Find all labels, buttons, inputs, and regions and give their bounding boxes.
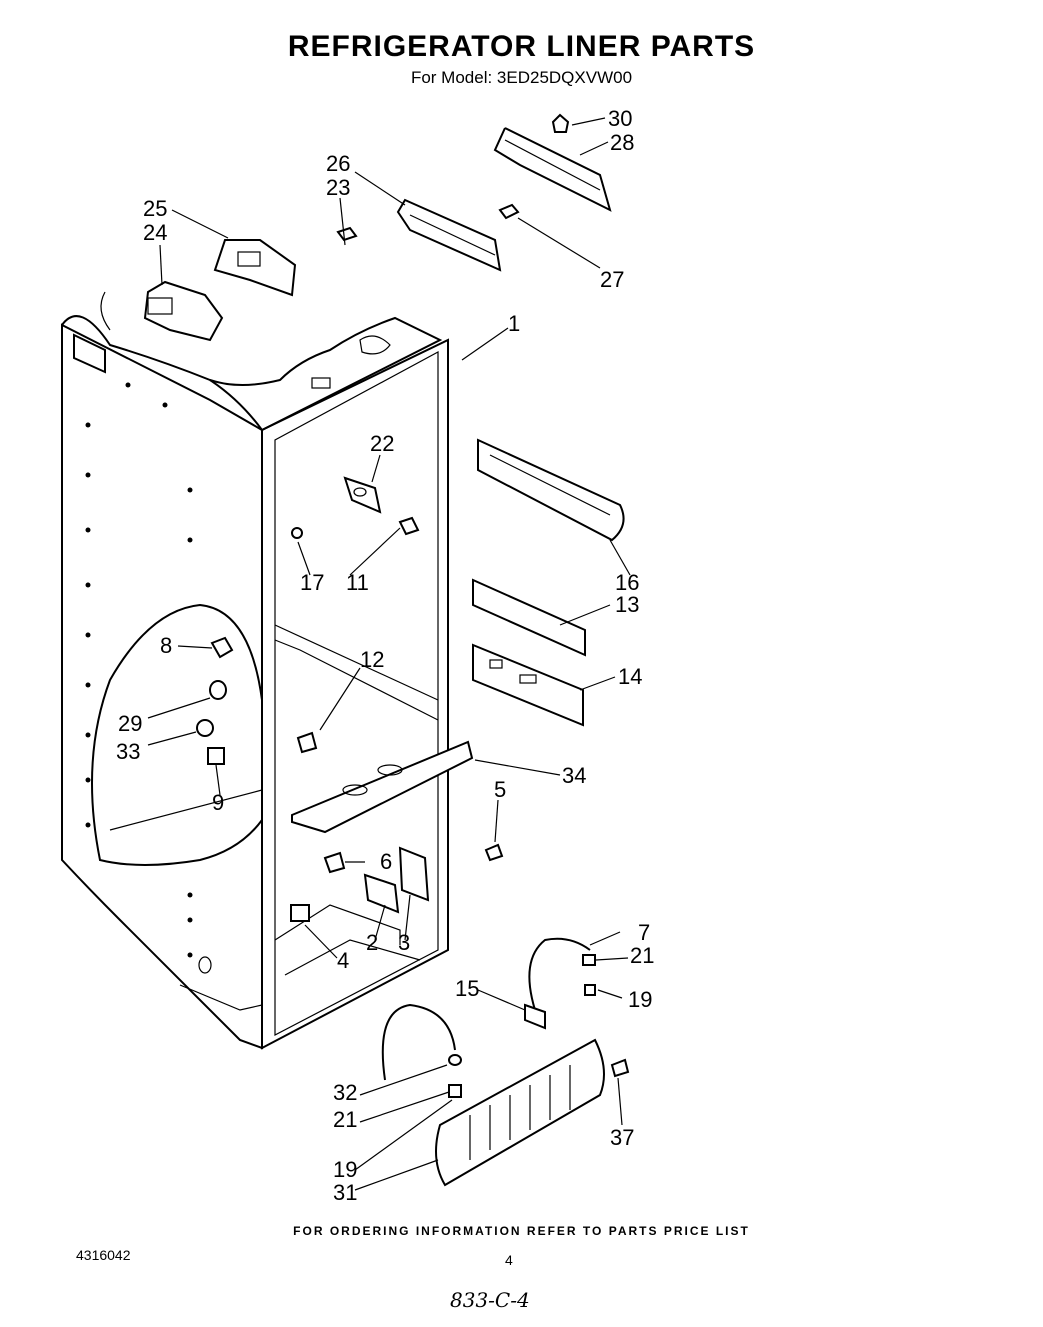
part-30-clip bbox=[551, 113, 570, 133]
callout-21-upper: 21 bbox=[630, 943, 654, 968]
callout-26: 26 bbox=[326, 151, 350, 176]
part-34-cover bbox=[291, 740, 474, 834]
part-21-ferrule-upper bbox=[582, 954, 596, 966]
part-31-evaporator-tray bbox=[435, 1038, 605, 1187]
part-2-bracket bbox=[363, 873, 400, 914]
callout-21-lower: 21 bbox=[333, 1107, 357, 1132]
part-19-nut-lower bbox=[448, 1084, 462, 1098]
callout-6: 6 bbox=[380, 849, 392, 874]
callout-22: 22 bbox=[370, 431, 394, 456]
part-27-screw bbox=[498, 203, 520, 220]
callout-32: 32 bbox=[333, 1080, 357, 1105]
callout-8: 8 bbox=[160, 633, 172, 658]
part-32-tube bbox=[381, 1003, 456, 1081]
part-4-block bbox=[290, 904, 310, 922]
callout-19-lower: 19 bbox=[333, 1157, 357, 1182]
part-8-lamp-socket bbox=[210, 636, 234, 659]
refrigerator-liner-cabinet bbox=[61, 315, 449, 1050]
part-23-screw bbox=[336, 226, 358, 242]
callout-33: 33 bbox=[116, 739, 140, 764]
part-28-rail bbox=[493, 127, 612, 212]
callout-14: 14 bbox=[618, 664, 642, 689]
part-19-nut-upper bbox=[584, 984, 596, 996]
handwritten-note: 833-C-4 bbox=[450, 1288, 530, 1312]
part-11-screw bbox=[398, 516, 420, 536]
callout-16: 16 bbox=[615, 570, 639, 595]
callout-17: 17 bbox=[300, 570, 324, 595]
part-33-bulb bbox=[196, 719, 214, 737]
part-9-switch bbox=[207, 747, 225, 765]
callout-5: 5 bbox=[494, 777, 506, 802]
document-number: 4316042 bbox=[76, 1247, 131, 1263]
screw-hole-dots bbox=[85, 382, 193, 958]
part-25-housing bbox=[213, 239, 297, 297]
part-7-tube bbox=[528, 937, 591, 1011]
part-26-rail bbox=[396, 198, 502, 272]
callout-24: 24 bbox=[143, 220, 167, 245]
callout-4: 4 bbox=[337, 948, 349, 973]
callout-15: 15 bbox=[455, 976, 479, 1001]
model-subtitle: For Model: 3ED25DQXVW00 bbox=[410, 68, 633, 87]
part-16-crisper-rail bbox=[477, 438, 625, 542]
part-17-plug bbox=[291, 527, 303, 539]
callout-1: 1 bbox=[508, 311, 520, 336]
callout-3: 3 bbox=[398, 930, 410, 955]
part-24-damper bbox=[100, 280, 224, 342]
callout-30: 30 bbox=[608, 106, 632, 131]
page-title: REFRIGERATOR LINER PARTS bbox=[287, 30, 756, 63]
part-5-screw bbox=[484, 843, 504, 862]
callout-12: 12 bbox=[360, 647, 384, 672]
leader-lines bbox=[147, 117, 631, 1191]
callout-13: 13 bbox=[615, 592, 639, 617]
part-15-valve bbox=[524, 1003, 546, 1030]
callout-2: 2 bbox=[366, 930, 378, 955]
part-22-bracket bbox=[343, 476, 382, 514]
callout-11: 11 bbox=[346, 570, 369, 595]
callout-31: 31 bbox=[333, 1180, 357, 1205]
callout-37: 37 bbox=[610, 1125, 634, 1150]
callout-29: 29 bbox=[118, 711, 142, 736]
callout-28: 28 bbox=[610, 130, 634, 155]
callout-34: 34 bbox=[562, 763, 586, 788]
callout-labels: 30 28 26 23 25 24 27 1 22 17 11 16 13 8 … bbox=[116, 106, 654, 1205]
callout-27: 27 bbox=[600, 267, 624, 292]
part-29-lamp-holder bbox=[209, 680, 227, 700]
part-14-slide bbox=[472, 643, 584, 727]
part-3-bracket bbox=[398, 846, 430, 902]
part-12-fastener bbox=[296, 731, 318, 754]
callout-19-upper: 19 bbox=[628, 987, 652, 1012]
callout-23: 23 bbox=[326, 175, 350, 200]
part-37-screw bbox=[610, 1058, 630, 1078]
callout-9: 9 bbox=[212, 790, 224, 815]
part-21-ferrule-lower bbox=[448, 1054, 462, 1066]
callout-25: 25 bbox=[143, 196, 167, 221]
callout-7: 7 bbox=[638, 920, 650, 945]
page-number: 4 bbox=[505, 1252, 513, 1268]
part-6-fastener bbox=[323, 851, 346, 874]
ordering-info-note: FOR ORDERING INFORMATION REFER TO PARTS … bbox=[293, 1224, 750, 1238]
part-13-slide bbox=[472, 578, 586, 657]
